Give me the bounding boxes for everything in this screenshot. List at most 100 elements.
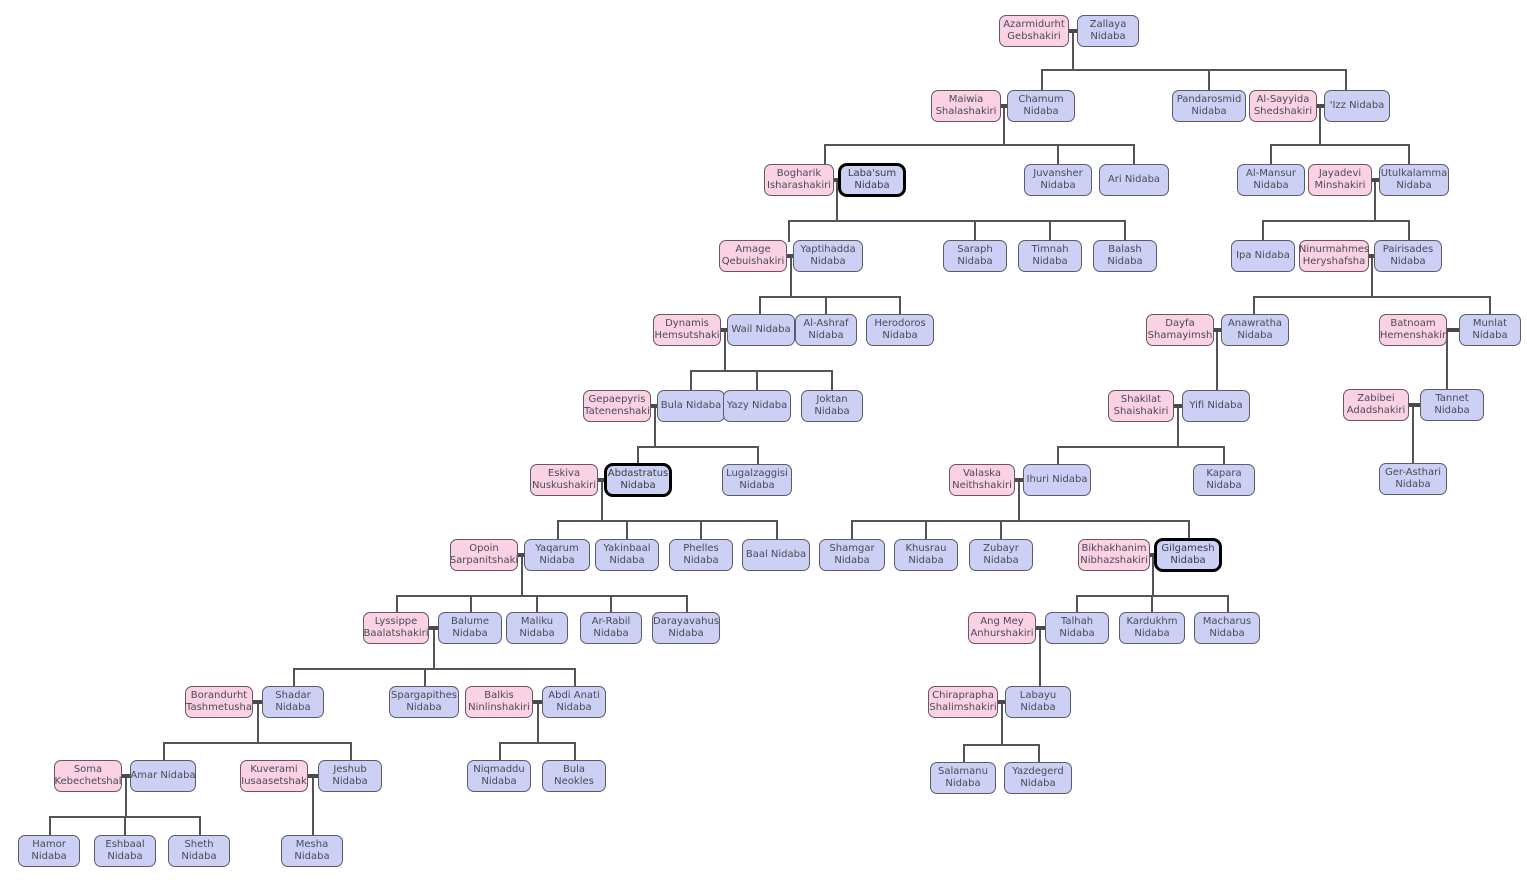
person-node-ipa[interactable]: Ipa Nidaba — [1231, 240, 1295, 272]
person-name-line1: Anawratha — [1227, 318, 1283, 329]
person-node-baal[interactable]: Baal Nidaba — [742, 539, 810, 571]
person-name-line2: Shaishakiri — [1113, 406, 1169, 417]
person-node-yifi[interactable]: Yifi Nidaba — [1182, 390, 1250, 422]
person-node-amar[interactable]: Amar Nidaba — [130, 760, 196, 792]
person-node-izz[interactable]: 'Izz Nidaba — [1324, 90, 1390, 122]
person-name-line1: Juvansher — [1033, 168, 1083, 179]
connector-line — [824, 144, 826, 164]
person-name-line2: Shamayimsh — [1147, 330, 1213, 341]
connector-line — [433, 630, 435, 668]
person-name-line2: Nidaba — [1107, 256, 1143, 267]
person-name-line1: Yifi Nidaba — [1189, 400, 1243, 411]
connector-line — [199, 816, 201, 836]
person-node-yazy[interactable]: Yazy Nidaba — [723, 390, 791, 422]
person-name-line1: Zubayr — [983, 543, 1019, 554]
person-node-ihuri[interactable]: Ihuri Nidaba — [1023, 464, 1091, 496]
person-name-line2: Hemenshakir — [1379, 330, 1447, 341]
person-name-line2: Hemsutshaki — [654, 330, 720, 341]
person-name-line1: Kardukhm — [1126, 616, 1178, 627]
person-name-line2: Tatenenshaki — [584, 406, 650, 417]
person-node-ari[interactable]: Ari Nidaba — [1099, 164, 1169, 196]
person-name-line1: Yaqarum — [535, 543, 579, 554]
person-node-bula[interactable]: Bula Nidaba — [657, 390, 725, 422]
person-node-wail[interactable]: Wail Nidaba — [727, 314, 795, 346]
person-name-line2: Nidaba — [539, 555, 575, 566]
